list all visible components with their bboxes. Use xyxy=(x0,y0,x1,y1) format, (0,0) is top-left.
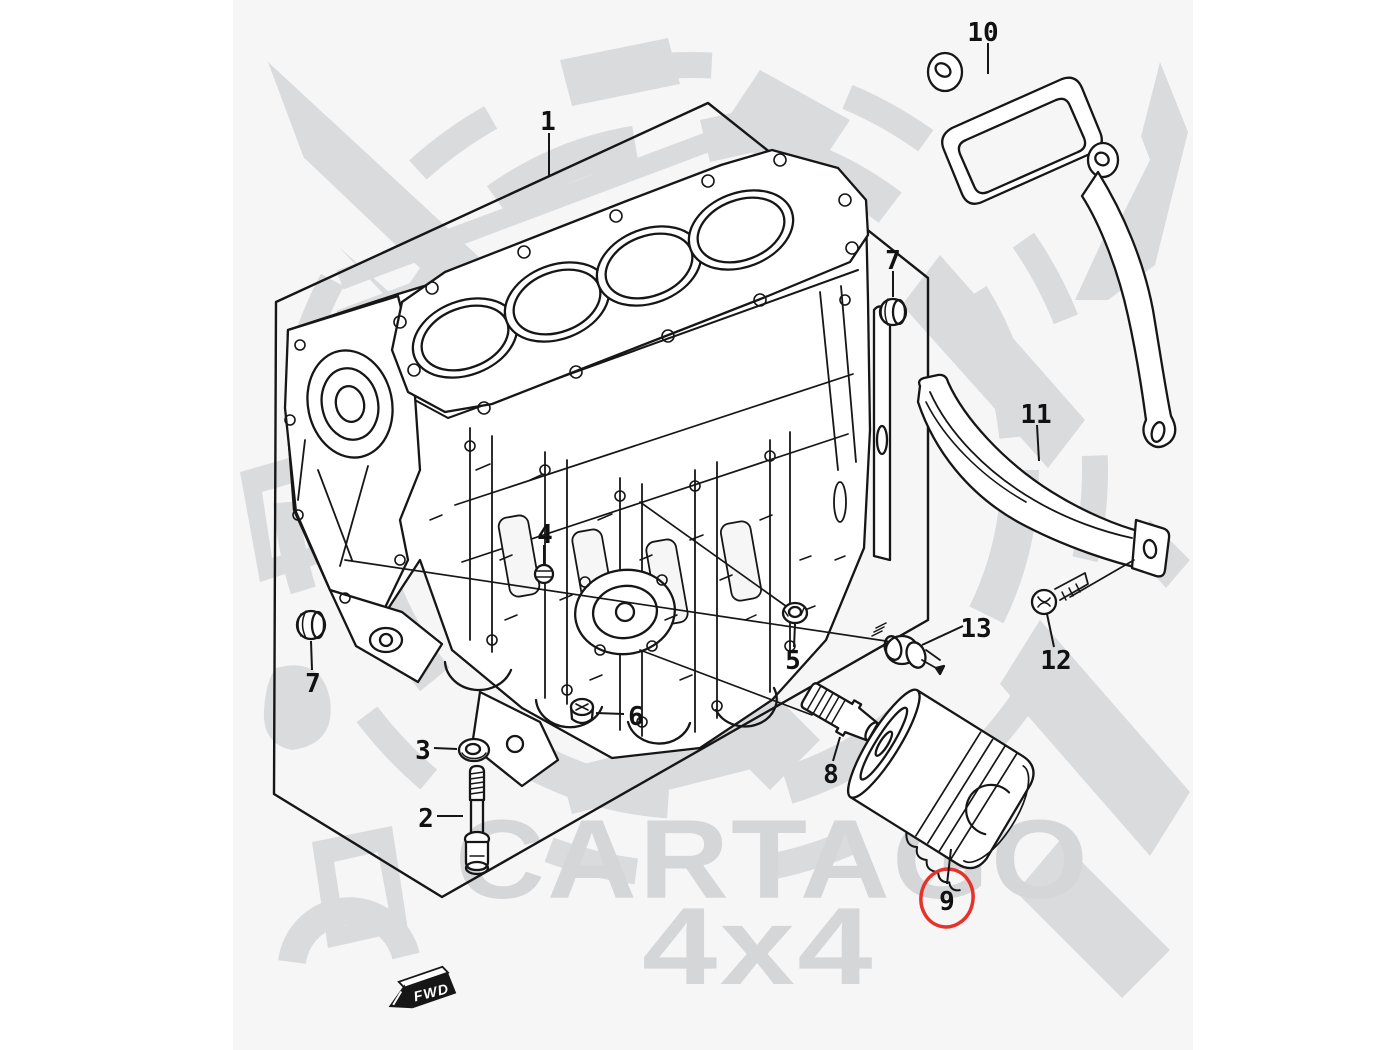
leader-line-5 xyxy=(793,623,796,648)
highlight-circle xyxy=(919,867,975,929)
leader-line-6 xyxy=(595,712,625,715)
leader-line-13 xyxy=(921,625,964,646)
part-10-gasket xyxy=(926,51,1177,449)
callout-number-11: 11 xyxy=(1020,400,1051,430)
part-3-washer xyxy=(457,737,491,763)
rear-plate xyxy=(872,305,892,562)
assembly-frame xyxy=(272,101,930,899)
part-6-plug xyxy=(569,697,595,725)
part-13-oil-pressure-sensor xyxy=(871,622,946,676)
part-5-nut xyxy=(781,601,809,625)
leader-line-12 xyxy=(1046,613,1055,648)
part-12-bolt xyxy=(1030,572,1089,616)
callout-number-2: 2 xyxy=(418,804,434,834)
leader-line-9 xyxy=(946,848,952,885)
callout-number-13: 13 xyxy=(960,614,991,644)
callout-number-4: 4 xyxy=(537,520,553,550)
callout-number-5: 5 xyxy=(785,646,801,676)
part-7-plug-right xyxy=(878,297,908,327)
leader-line-8 xyxy=(832,736,841,762)
callout-number-6: 6 xyxy=(628,702,644,732)
callout-number-10: 10 xyxy=(967,18,998,48)
part-9-oil-filter xyxy=(846,688,1035,892)
cylinder-bores xyxy=(411,189,795,379)
leader-line-7 xyxy=(310,640,313,671)
callout-number-8: 8 xyxy=(823,760,839,790)
callout-number-12: 12 xyxy=(1040,646,1071,676)
leader-line-11 xyxy=(1036,424,1040,462)
callout-number-7: 7 xyxy=(305,669,321,699)
part-2-stud-bolt xyxy=(463,764,491,876)
part-11-chain-guide xyxy=(916,373,1171,598)
callout-number-9: 9 xyxy=(939,887,955,917)
head-gasket xyxy=(390,148,870,415)
engine-block-drawing xyxy=(272,51,1177,899)
callout-number-7: 7 xyxy=(885,246,901,276)
part-4-dowel xyxy=(533,563,555,585)
part-7-plug-left xyxy=(295,609,327,641)
callout-number-3: 3 xyxy=(415,736,431,766)
watermark-subtitle: 4x4 xyxy=(642,885,875,1008)
leader-line-3 xyxy=(433,747,458,750)
callout-number-1: 1 xyxy=(540,107,556,137)
